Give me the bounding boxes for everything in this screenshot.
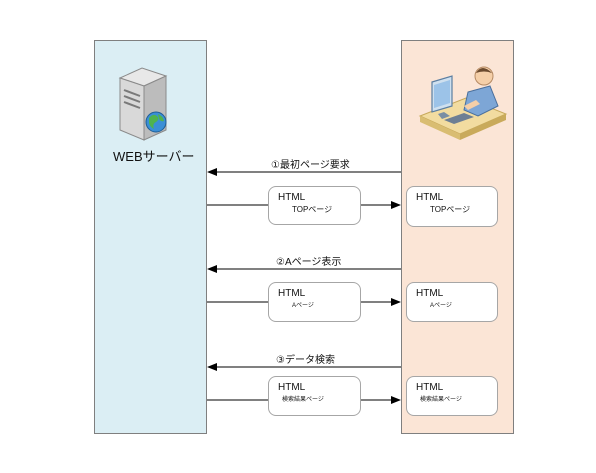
box-title: HTML bbox=[416, 192, 444, 203]
html-box-top: HTML TOPページ bbox=[268, 186, 361, 225]
html-box-a: HTML Aページ bbox=[268, 282, 361, 322]
box-title: HTML bbox=[278, 288, 306, 299]
box-title: HTML bbox=[416, 288, 444, 299]
box-subtitle: TOPページ bbox=[430, 205, 471, 214]
message-label-3: ③データ検索 bbox=[276, 355, 335, 366]
client-page-search: HTML 検索結果ページ bbox=[406, 376, 498, 416]
box-subtitle: 検索結果ページ bbox=[420, 397, 462, 403]
client-page-top: HTML TOPページ bbox=[406, 186, 498, 227]
box-title: HTML bbox=[416, 382, 444, 393]
server-globe-icon bbox=[118, 67, 168, 141]
message-label-2: ②Aページ表示 bbox=[276, 257, 342, 268]
box-subtitle: 検索結果ページ bbox=[282, 397, 324, 403]
box-subtitle: Aページ bbox=[430, 303, 452, 309]
server-title: WEBサーバー bbox=[113, 149, 195, 164]
box-title: HTML bbox=[278, 382, 306, 393]
user-at-computer-icon bbox=[418, 66, 508, 140]
client-page-a: HTML Aページ bbox=[406, 282, 498, 322]
box-subtitle: TOPページ bbox=[292, 205, 333, 214]
box-subtitle: Aページ bbox=[292, 303, 314, 309]
box-title: HTML bbox=[278, 192, 306, 203]
message-label-1: ①最初ページ要求 bbox=[271, 160, 350, 171]
html-box-search: HTML 検索結果ページ bbox=[268, 376, 361, 416]
